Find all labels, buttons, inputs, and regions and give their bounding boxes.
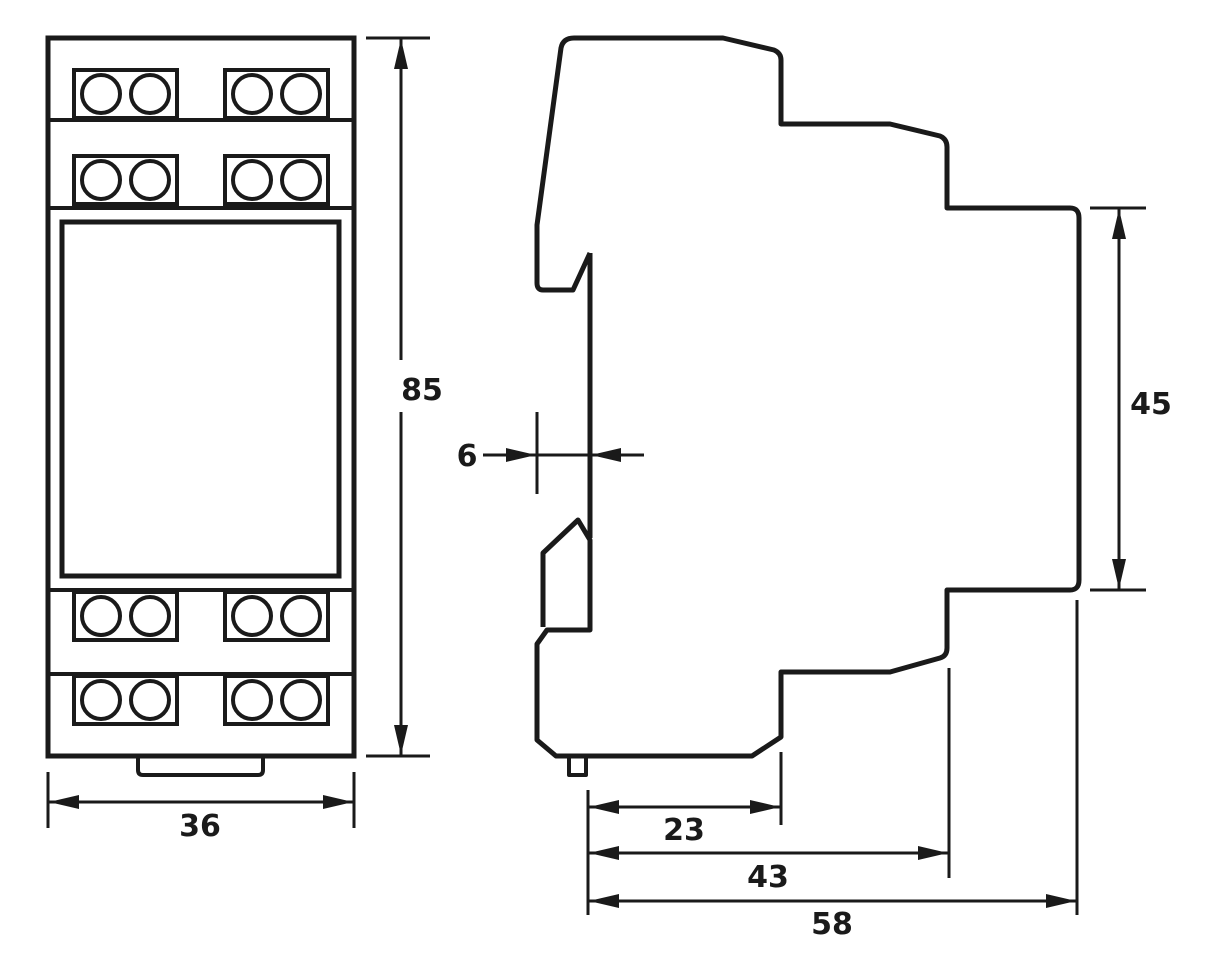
terminal-screw-6-2 — [280, 595, 322, 637]
label-45: 45 — [1130, 387, 1172, 422]
terminal-screw-7-2 — [129, 679, 171, 721]
terminal-block-8 — [223, 674, 330, 726]
label-85: 85 — [401, 373, 443, 408]
front-window — [59, 219, 342, 579]
terminal-screw-3-2 — [129, 159, 171, 201]
terminal-screw-5-1 — [80, 595, 122, 637]
dimension-lines — [46, 36, 1146, 915]
terminal-block-4 — [223, 154, 330, 206]
terminal-screw-3-1 — [80, 159, 122, 201]
label-43: 43 — [747, 860, 789, 895]
terminal-screw-7-1 — [80, 679, 122, 721]
terminal-screw-5-2 — [129, 595, 171, 637]
terminal-block-2 — [223, 68, 330, 120]
terminal-screw-6-1 — [231, 595, 273, 637]
label-23: 23 — [663, 813, 705, 848]
terminal-screw-1-2 — [129, 73, 171, 115]
terminal-blocks — [72, 68, 330, 726]
terminal-screw-4-2 — [280, 159, 322, 201]
side-view — [534, 35, 1082, 777]
terminal-block-7 — [72, 674, 179, 726]
front-housing — [45, 35, 357, 759]
terminal-screw-2-2 — [280, 73, 322, 115]
terminal-block-6 — [223, 590, 330, 642]
front-bottom-clip — [136, 756, 265, 777]
label-58: 58 — [811, 907, 853, 942]
side-housing-outline — [534, 35, 1082, 759]
terminal-screw-8-2 — [280, 679, 322, 721]
terminal-screw-2-1 — [231, 73, 273, 115]
label-6: 6 — [457, 439, 478, 474]
terminal-block-3 — [72, 154, 179, 206]
front-view — [45, 35, 357, 777]
label-36: 36 — [179, 809, 221, 844]
terminal-screw-8-1 — [231, 679, 273, 721]
terminal-block-1 — [72, 68, 179, 120]
terminal-screw-1-1 — [80, 73, 122, 115]
terminal-block-5 — [72, 590, 179, 642]
side-bottom-tab — [567, 754, 588, 777]
terminal-screw-4-1 — [231, 159, 273, 201]
dimension-labels: 36 85 45 6 23 43 58 — [179, 373, 1172, 942]
